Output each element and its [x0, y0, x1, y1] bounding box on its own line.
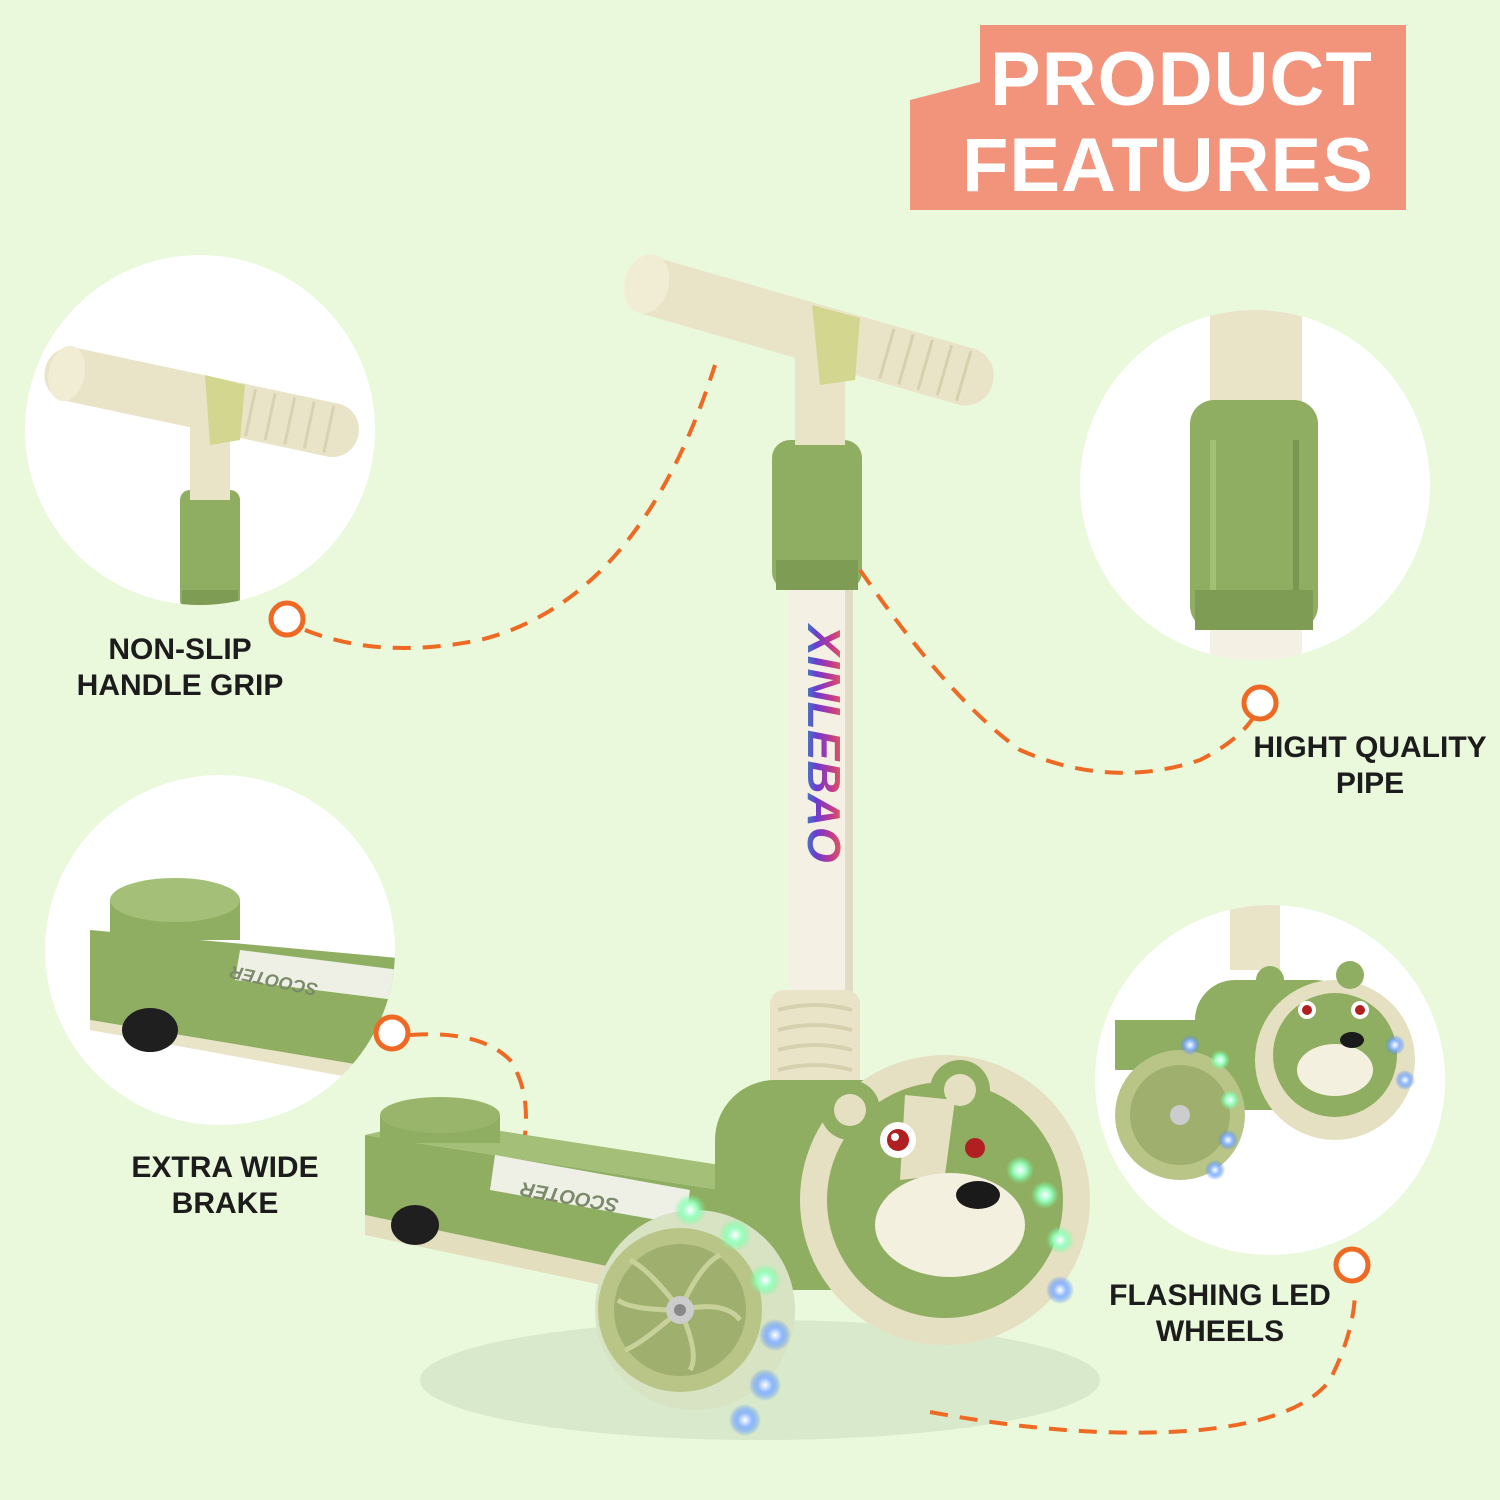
brand-logo: XINLEBAO	[798, 622, 850, 863]
title-line-2: FEATURES	[962, 123, 1374, 208]
zoom-circle-brake: SCOOTER	[45, 775, 395, 1125]
feature-label-line: NON-SLIP	[108, 633, 252, 666]
feature-label-handle-grip: NON-SLIP HANDLE GRIP	[55, 632, 305, 704]
dashed-leader-line	[304, 364, 1357, 1435]
zoom-circle-handle	[25, 255, 375, 605]
feature-label-line: FLASHING LED	[1109, 1279, 1331, 1312]
feature-label-pipe: HIGHT QUALITY PIPE	[1250, 730, 1490, 802]
title-banner	[910, 25, 1406, 210]
feature-label-led-wheels: FLASHING LED WHEELS	[1100, 1278, 1340, 1350]
feature-label-line: PIPE	[1335, 767, 1405, 800]
zoom-circle-led	[1095, 905, 1445, 1255]
zoom-circle-pipe	[1080, 310, 1430, 660]
feature-label-line: EXTRA WIDE	[131, 1151, 319, 1184]
feature-label-line: WHEELS	[1155, 1315, 1285, 1348]
callout-dot-icon	[373, 1014, 411, 1052]
callout-dot-icon	[268, 600, 306, 638]
feature-label-line: HANDLE GRIP	[76, 669, 284, 702]
feature-label-line: HIGHT QUALITY	[1253, 731, 1487, 764]
title-line-1: PRODUCT	[990, 37, 1373, 122]
callout-dot-icon	[1333, 1246, 1371, 1284]
feature-label-line: BRAKE	[171, 1187, 279, 1220]
scooter-main: SCOOTER XINLEBAO	[365, 254, 1100, 1440]
callout-dot-icon	[1241, 684, 1279, 722]
feature-label-brake: EXTRA WIDE BRAKE	[110, 1150, 340, 1222]
